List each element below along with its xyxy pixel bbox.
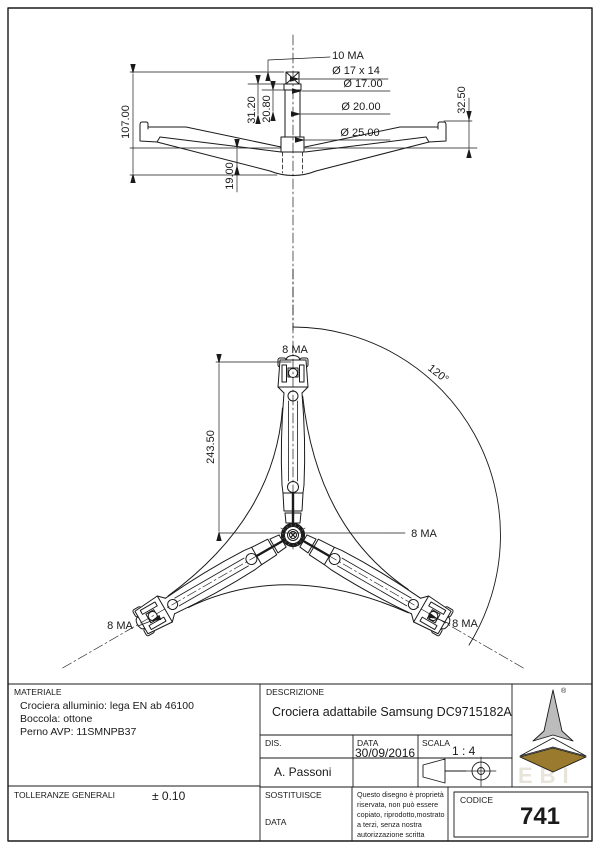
ebi-logo-star (519, 689, 587, 773)
spider-arm-sector (167, 266, 309, 597)
side-view-part (139, 71, 447, 176)
front-view-dimensions (137, 354, 451, 627)
side-view (129, 34, 478, 331)
projection-symbol (422, 756, 497, 787)
side-view-dimensions (129, 56, 478, 193)
hub (280, 522, 306, 548)
sheet-border (7, 7, 593, 842)
title-block-grid (7, 683, 593, 842)
angle-arc (292, 326, 501, 646)
front-view (52, 266, 589, 779)
